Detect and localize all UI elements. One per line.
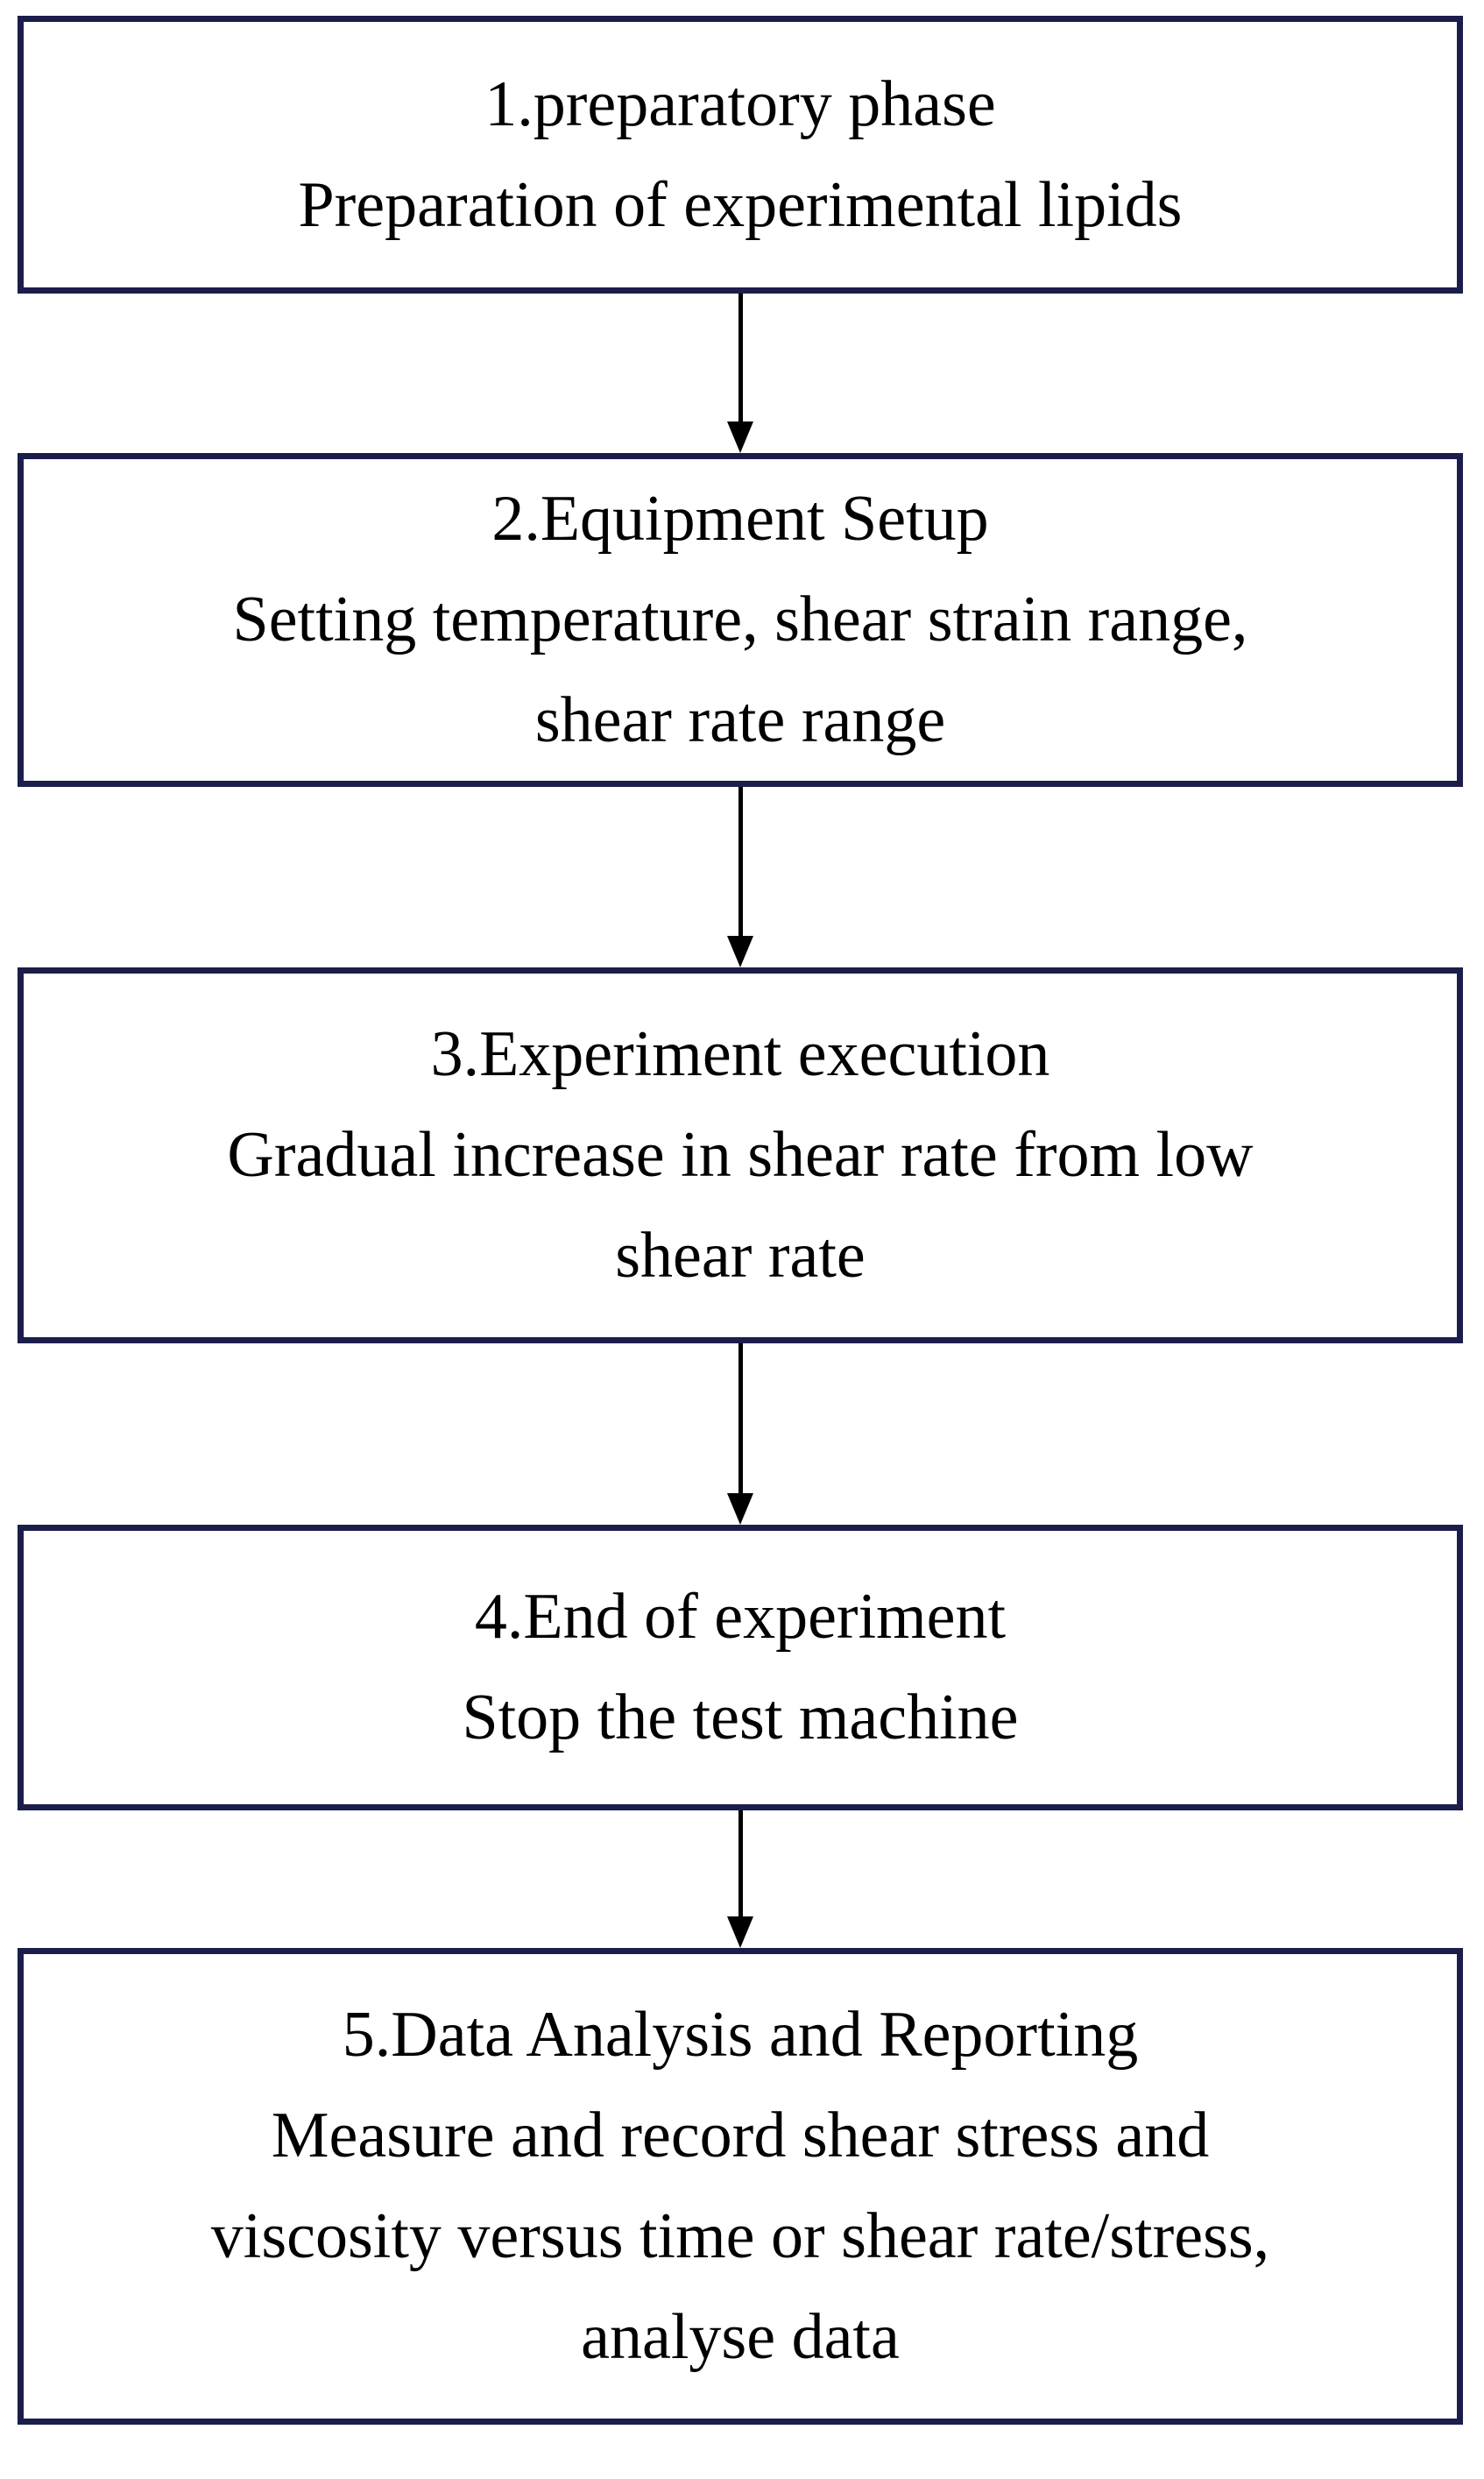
arrow-shaft bbox=[738, 1343, 743, 1493]
flow-step-2-equipment-setup: 2.Equipment Setup Setting temperature, s… bbox=[18, 453, 1463, 787]
step-1-description: Preparation of experimental lipids bbox=[298, 168, 1183, 241]
step-2-description-line-2: shear rate range bbox=[534, 684, 946, 756]
flow-step-5-data-analysis-reporting: 5.Data Analysis and Reporting Measure an… bbox=[18, 1948, 1463, 2425]
flow-step-3-experiment-execution: 3.Experiment execution Gradual increase … bbox=[18, 967, 1463, 1343]
arrow-down-icon bbox=[727, 421, 753, 453]
arrow-shaft bbox=[738, 1810, 743, 1916]
connector-arrow-3 bbox=[18, 1343, 1463, 1525]
step-5-description-line-3: analyse data bbox=[581, 2301, 900, 2373]
step-4-title: 4.End of experiment bbox=[474, 1581, 1007, 1653]
arrow-shaft bbox=[738, 294, 743, 421]
step-1-title: 1.preparatory phase bbox=[484, 67, 996, 140]
connector-arrow-2 bbox=[18, 787, 1463, 967]
arrow-down-icon bbox=[727, 1916, 753, 1948]
step-2-description-line-1: Setting temperature, shear strain range, bbox=[232, 584, 1248, 655]
flowchart-canvas: 1.preparatory phase Preparation of exper… bbox=[18, 16, 1463, 2425]
step-4-description: Stop the test machine bbox=[462, 1682, 1019, 1753]
step-5-title: 5.Data Analysis and Reporting bbox=[342, 1999, 1139, 2071]
connector-arrow-4 bbox=[18, 1810, 1463, 1948]
step-3-description-line-1: Gradual increase in shear rate from low bbox=[227, 1119, 1254, 1191]
connector-arrow-1 bbox=[18, 294, 1463, 453]
step-2-title: 2.Equipment Setup bbox=[491, 483, 989, 555]
arrow-down-icon bbox=[727, 1493, 753, 1525]
flow-step-1-preparatory-phase: 1.preparatory phase Preparation of exper… bbox=[18, 16, 1463, 294]
arrow-down-icon bbox=[727, 936, 753, 967]
step-3-title: 3.Experiment execution bbox=[430, 1018, 1050, 1090]
flow-step-4-end-of-experiment: 4.End of experiment Stop the test machin… bbox=[18, 1525, 1463, 1810]
step-5-description-line-1: Measure and record shear stress and bbox=[271, 2100, 1210, 2171]
arrow-shaft bbox=[738, 787, 743, 936]
step-5-description-line-2: viscosity versus time or shear rate/stre… bbox=[210, 2200, 1270, 2272]
step-3-description-line-2: shear rate bbox=[615, 1220, 866, 1292]
